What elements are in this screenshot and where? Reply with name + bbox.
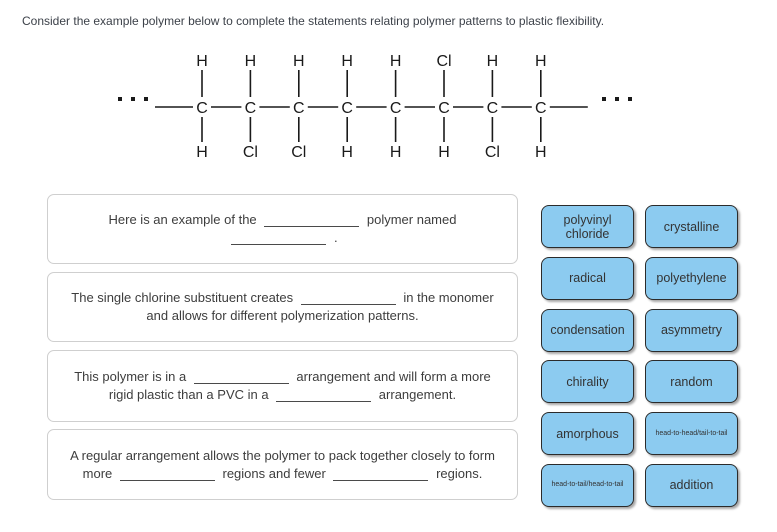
svg-text:C: C [487,100,499,117]
svg-text:H: H [438,144,450,161]
statement-text-2: The single chlorine substituent creates … [71,290,494,323]
statement-text-1: Here is an example of the polymer named … [108,212,457,245]
answer-tile-head-to-tail-head-to-tail[interactable]: head-to-tail/head-to-tail [541,463,634,507]
statement-box-1: Here is an example of the polymer named … [47,194,518,264]
svg-text:H: H [293,53,305,70]
svg-text:H: H [390,53,402,70]
svg-text:H: H [245,53,257,70]
svg-text:H: H [196,53,208,70]
answer-blank[interactable] [231,232,327,245]
answer-tile-addition[interactable]: addition [645,463,738,507]
answer-tile-amorphous[interactable]: amorphous [541,412,634,456]
answer-tile-radical[interactable]: radical [541,256,634,300]
answer-tile-asymmetry[interactable]: asymmetry [645,308,738,352]
answer-blank[interactable] [300,292,396,305]
svg-text:H: H [535,53,547,70]
svg-text:Cl: Cl [485,144,500,161]
page-title: Consider the example polymer below to co… [22,14,605,28]
statement-box-2: The single chlorine substituent creates … [47,272,518,342]
answer-tile-polyethylene[interactable]: polyethylene [645,256,738,300]
answer-blank[interactable] [333,468,429,481]
answer-tile-crystalline[interactable]: crystalline [645,205,738,248]
svg-text:C: C [293,100,305,117]
answer-blank[interactable] [276,389,372,402]
svg-text:C: C [245,100,257,117]
statement-text-4: A regular arrangement allows the polymer… [70,447,495,481]
svg-text:C: C [390,100,402,117]
answer-tile-head-to-head-tail-to-tail[interactable]: head-to-head/tail-to-tail [645,412,738,456]
svg-text:C: C [535,100,547,117]
answer-blank[interactable] [119,468,215,481]
statement-text-3: This polymer is in a arrangement and wil… [74,369,491,402]
svg-text:Cl: Cl [436,53,451,70]
answer-tiles: polyvinyl chloride crystalline radical p… [541,205,738,507]
svg-text:C: C [196,100,208,117]
svg-text:H: H [341,53,353,70]
svg-text:C: C [341,100,353,117]
svg-text:H: H [535,144,547,161]
svg-text:C: C [438,100,450,117]
svg-text:H: H [390,144,402,161]
svg-text:H: H [341,144,353,161]
svg-text:Cl: Cl [291,144,306,161]
answer-tile-chirality[interactable]: chirality [541,360,634,404]
answer-tile-polyvinyl-chloride[interactable]: polyvinyl chloride [541,205,634,248]
svg-text:Cl: Cl [243,144,258,161]
answer-blank[interactable] [193,371,289,384]
svg-text:H: H [196,144,208,161]
answer-blank[interactable] [264,214,360,227]
answer-tile-random[interactable]: random [645,360,738,404]
statement-box-4: A regular arrangement allows the polymer… [47,429,518,500]
answer-tile-condensation[interactable]: condensation [541,308,634,352]
statement-box-3: This polymer is in a arrangement and wil… [47,350,518,422]
svg-text:H: H [487,53,499,70]
